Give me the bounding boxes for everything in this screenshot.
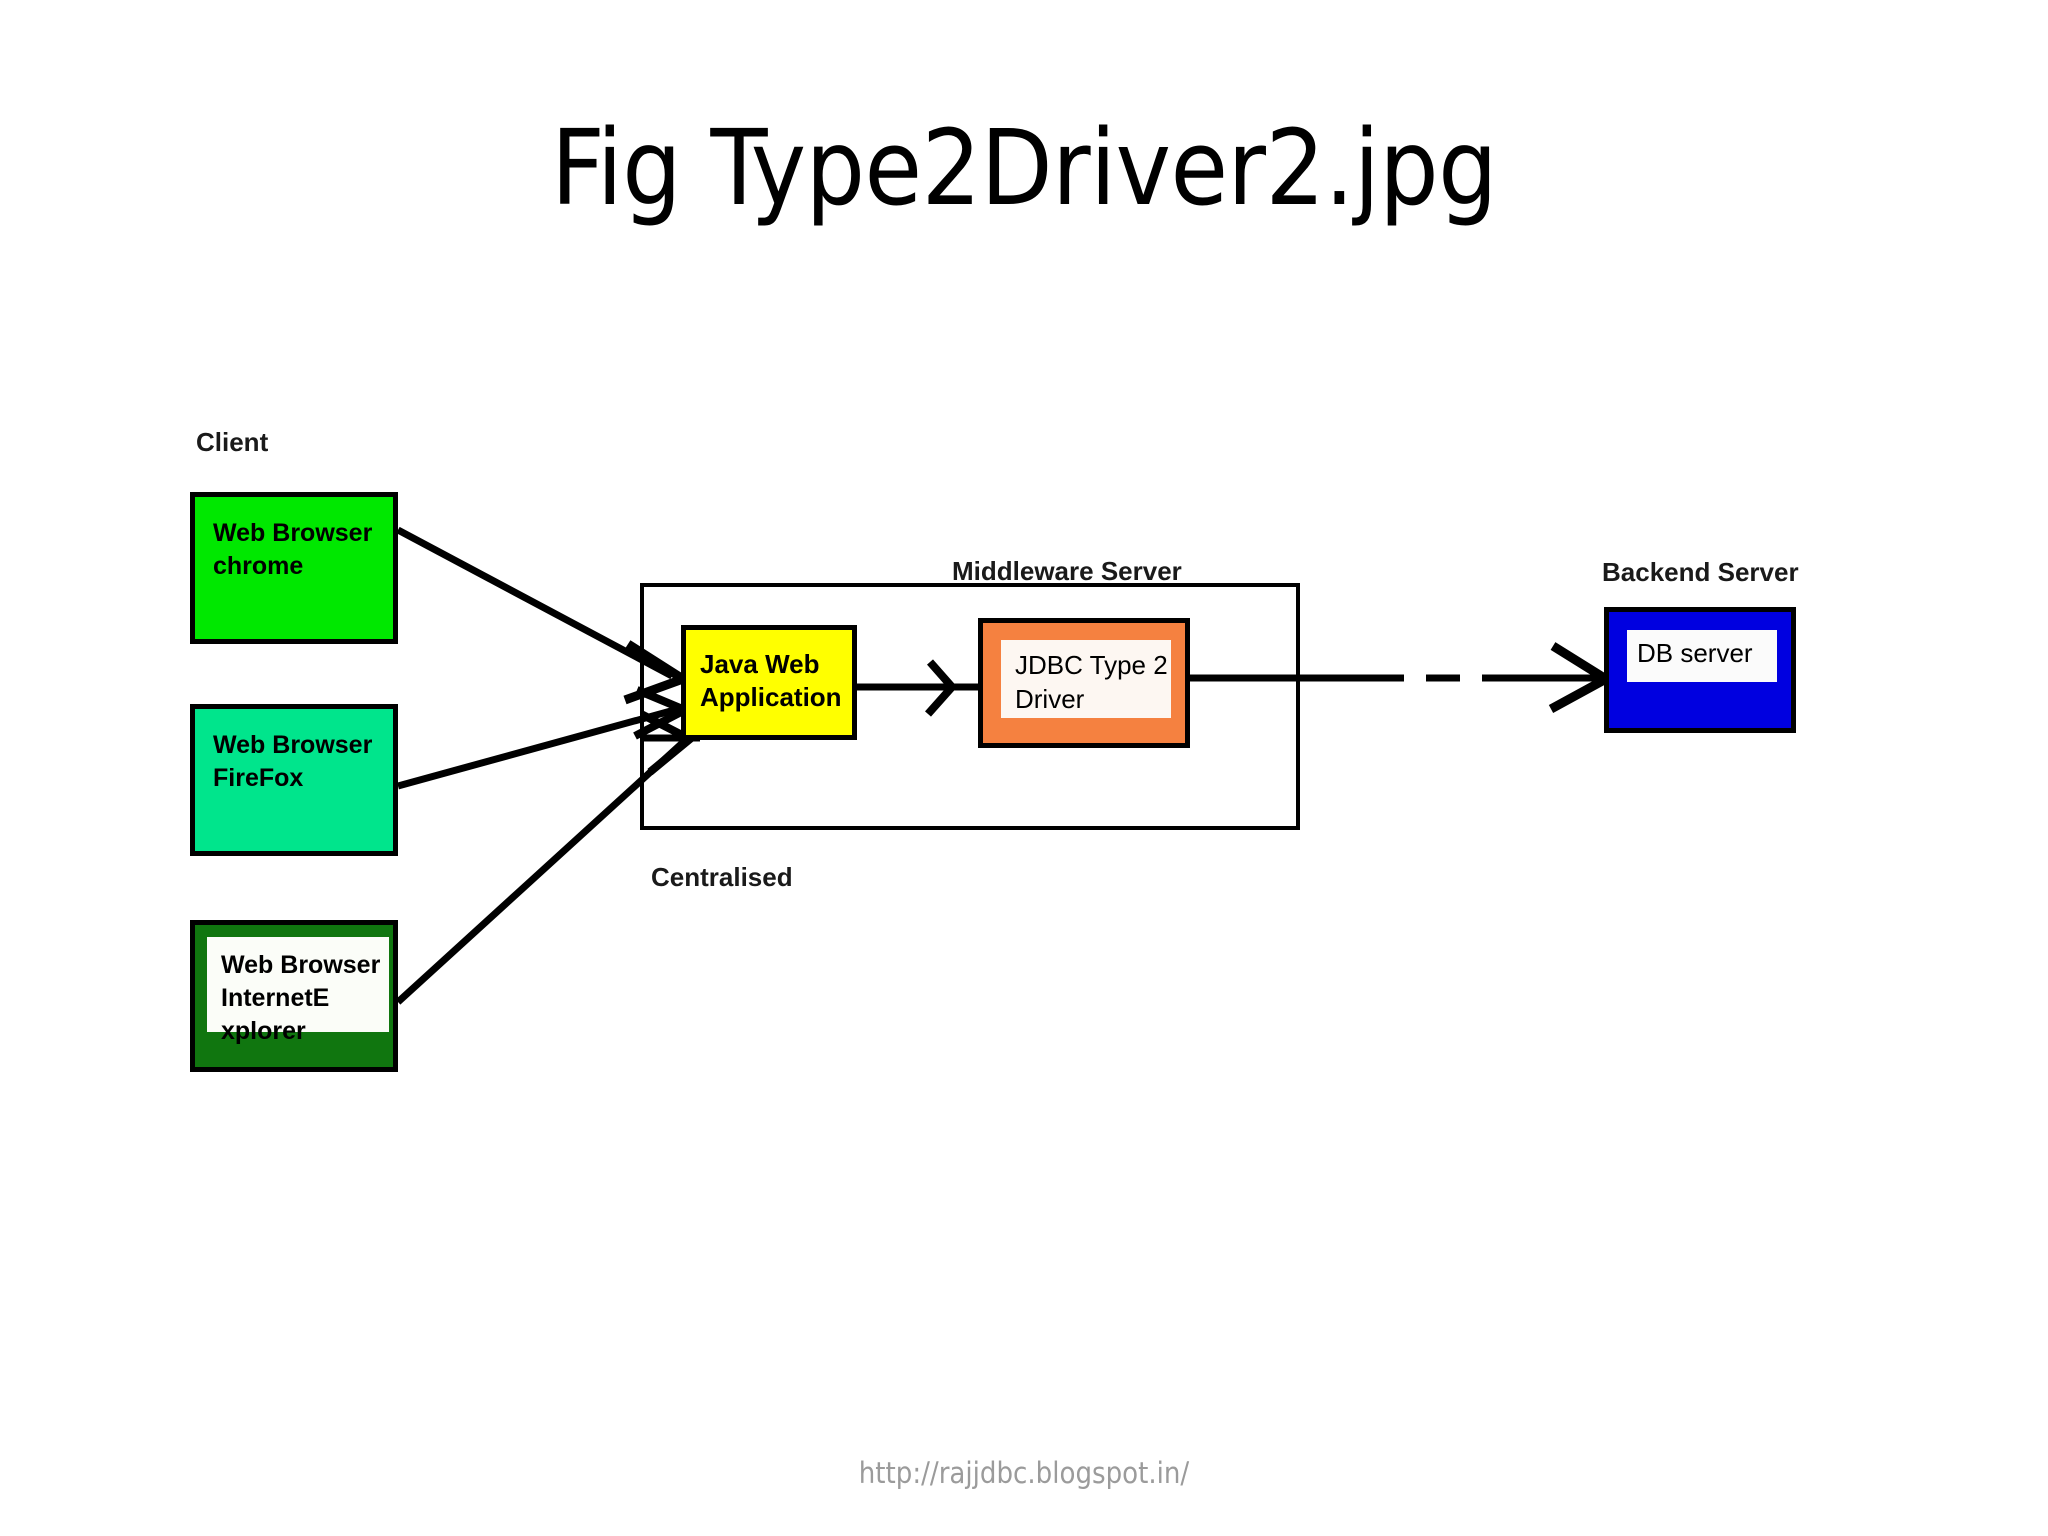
footer-url: http://rajjdbc.blogspot.in/ [858,1456,1190,1490]
connector-chrome-to-app [396,526,674,680]
node-db-server[interactable]: DB server [1604,607,1796,733]
caption-backend-server: Backend Server [1602,557,1799,587]
node-db-server-inner-panel: DB server [1627,630,1777,682]
node-web-browser-chrome[interactable]: Web Browser chrome [190,492,398,644]
node-java-web-application[interactable]: Java Web Application [681,625,857,740]
node-jdbc-type2-driver-inner-panel: JDBC Type 2 Driver [1001,640,1171,718]
node-web-browser-firefox[interactable]: Web Browser FireFox [190,704,398,856]
caption-middleware-server: Middleware Server [952,556,1182,586]
connector-firefox-to-app [397,705,679,790]
middleware-server-container [640,583,1300,830]
caption-centralised: Centralised [651,862,793,892]
node-jdbc-type2-driver-label: JDBC Type 2 Driver [1015,650,1168,714]
node-web-browser-firefox-label: Web Browser FireFox [213,731,373,792]
arrowhead-db [1548,642,1615,713]
page-title: Fig Type2Driver2.jpg [550,107,1498,229]
node-web-browser-internet-explorer-label: Web Browser InternetE xplorer [221,951,381,1045]
node-web-browser-chrome-label: Web Browser chrome [213,519,373,580]
node-web-browser-internet-explorer-inner-panel: Web Browser InternetE xplorer [207,937,389,1045]
node-java-web-application-label: Java Web Application [700,649,842,713]
caption-client: Client [196,427,269,457]
node-db-server-label: DB server [1637,638,1753,668]
node-web-browser-internet-explorer[interactable]: Web Browser InternetE xplorer [190,920,398,1072]
node-jdbc-type2-driver[interactable]: JDBC Type 2 Driver [978,618,1190,748]
